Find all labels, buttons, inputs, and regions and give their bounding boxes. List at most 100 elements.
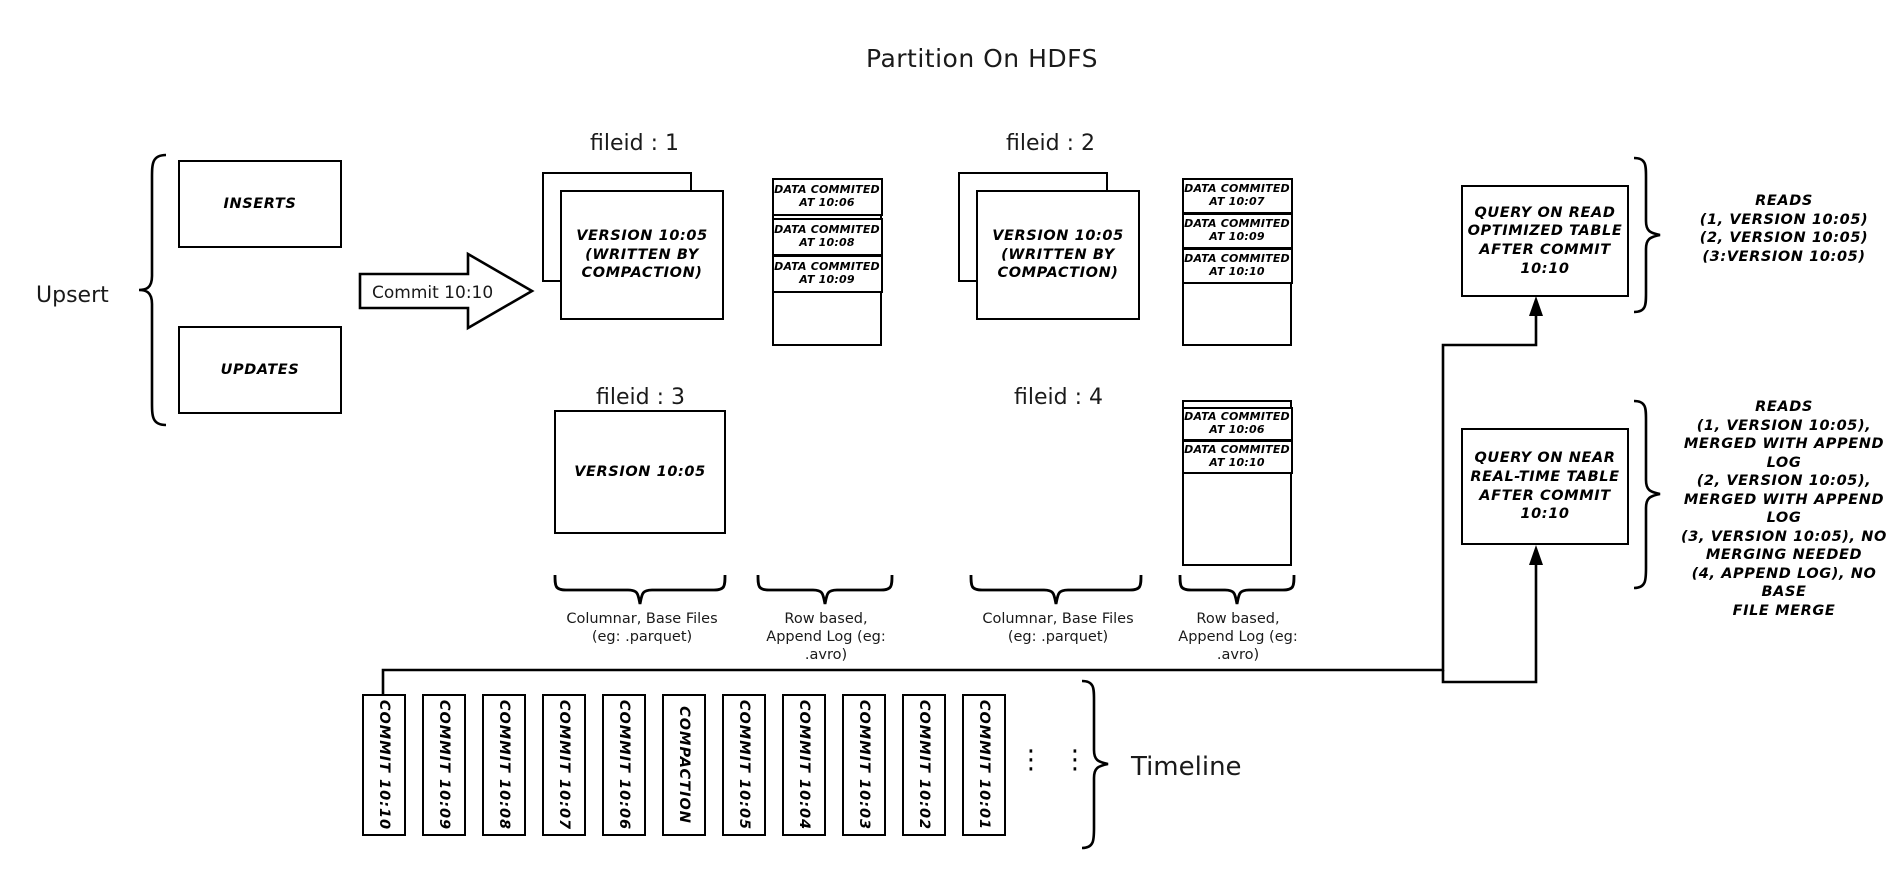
rowlog-caption-line-2: Append Log (eg:	[1178, 629, 1298, 646]
timeline-brace-icon	[1081, 679, 1109, 850]
timeline-card[interactable]: COMMIT 10:04	[782, 694, 826, 836]
timeline-card-label: COMMIT 10:09	[436, 699, 453, 831]
rowlog-caption-1: Row based, Append Log (eg: .avro)	[753, 610, 899, 664]
timeline-card[interactable]: COMMIT 10:09	[422, 694, 466, 836]
page-title: Partition On HDFS	[866, 44, 1098, 73]
fileid-1-base-file[interactable]: VERSION 10:05 (WRITTEN BY COMPACTION)	[560, 190, 724, 320]
timeline-card[interactable]: COMMIT 10:06	[602, 694, 646, 836]
timeline-card[interactable]: COMMIT 10:03	[842, 694, 886, 836]
reads-line: (2, VERSION 10:05)	[1699, 230, 1869, 247]
timeline-card-label: COMMIT 10:06	[616, 699, 633, 831]
updates-box[interactable]: UPDATES	[178, 326, 342, 414]
timeline-card-label: COMMIT 10:10	[376, 699, 393, 831]
upsert-brace-icon	[138, 153, 167, 427]
columnar-brace-1-icon	[553, 574, 727, 605]
rowlog-caption-2: Row based, Append Log (eg: .avro)	[1165, 610, 1311, 664]
columnar-brace-2-icon	[969, 574, 1143, 605]
reads-line: (3:VERSION 10:05)	[1702, 248, 1866, 265]
fileid-3-heading: fileid : 3	[596, 385, 685, 410]
rowlog-caption-line-1: Row based,	[784, 611, 868, 627]
commit-arrow	[358, 251, 535, 331]
query-line: OPTIMIZED TABLE	[1467, 223, 1623, 240]
timeline-card[interactable]: COMMIT 10:08	[482, 694, 526, 836]
upsert-label: Upsert	[36, 283, 109, 308]
rowlog-brace-2-icon	[1178, 574, 1296, 605]
timeline-card[interactable]: COMMIT 10:02	[902, 694, 946, 836]
fileid-3-base-file[interactable]: VERSION 10:05	[554, 410, 726, 534]
fileid-2-heading: fileid : 2	[1006, 131, 1095, 156]
rowlog-caption-line-3: .avro)	[804, 647, 848, 664]
query-near-realtime-box[interactable]: QUERY ON NEAR REAL-TIME TABLE AFTER COMM…	[1461, 428, 1629, 545]
reads-line: (2, VERSION 10:05),	[1696, 473, 1872, 490]
timeline-card-label: COMMIT 10:07	[556, 699, 573, 831]
columnar-caption-line-1: Columnar, Base Files	[566, 611, 718, 627]
timeline-card-label: COMMIT 10:05	[736, 699, 753, 831]
columnar-caption-1: Columnar, Base Files (eg: .parquet)	[552, 610, 732, 646]
reads-line: MERGED WITH APPEND LOG	[1683, 491, 1885, 527]
reads-line: (1, VERSION 10:05)	[1699, 211, 1869, 228]
rowlog-caption-line-2: Append Log (eg:	[766, 629, 886, 646]
inserts-label: INSERTS	[223, 195, 297, 212]
timeline-card[interactable]: COMPACTION	[662, 694, 706, 836]
columnar-caption-line-1: Columnar, Base Files	[982, 611, 1134, 627]
timeline-card[interactable]: COMMIT 10:07	[542, 694, 586, 836]
rowlog-caption-line-3: .avro)	[1216, 647, 1260, 664]
query-line: REAL-TIME TABLE	[1470, 468, 1620, 485]
fileid-2-base-line-1: VERSION 10:05	[992, 228, 1124, 245]
timeline-card-label: COMMIT 10:03	[856, 699, 873, 831]
reads-text-1: READS (1, VERSION 10:05) (2, VERSION 10:…	[1672, 192, 1896, 266]
timeline-card[interactable]: COMMIT 10:01	[962, 694, 1006, 836]
reads-line: MERGING NEEDED	[1705, 547, 1863, 564]
timeline-card[interactable]: COMMIT 10:05	[722, 694, 766, 836]
query-line: QUERY ON NEAR	[1474, 450, 1616, 467]
reads-brace-2-icon	[1633, 399, 1661, 590]
query-line: AFTER COMMIT	[1479, 242, 1611, 258]
fileid-2-base-file[interactable]: VERSION 10:05 (WRITTEN BY COMPACTION)	[976, 190, 1140, 320]
reads-line: (3, VERSION 10:05), NO	[1681, 528, 1887, 545]
updates-label: UPDATES	[220, 361, 300, 378]
reads-line: FILE MERGE	[1732, 603, 1836, 620]
query-read-optimized-box[interactable]: QUERY ON READ OPTIMIZED TABLE AFTER COMM…	[1461, 185, 1629, 297]
fileid-2-base-line-2: (WRITTEN BY	[1001, 246, 1115, 263]
columnar-caption-line-2: (eg: .parquet)	[1007, 629, 1109, 646]
fileid-1-base-line-3: COMPACTION)	[581, 265, 703, 282]
reads-line: (1, VERSION 10:05),	[1696, 417, 1872, 434]
inserts-box[interactable]: INSERTS	[178, 160, 342, 248]
timeline-card-label: COMMIT 10:01	[976, 699, 993, 831]
reads-brace-1-icon	[1633, 156, 1661, 314]
fileid-4-heading: fileid : 4	[1014, 385, 1103, 410]
fileid-1-base-line-1: VERSION 10:05	[576, 228, 708, 245]
fileid-3-base-line-1: VERSION 10:05	[574, 463, 706, 480]
reads-text-2: READS (1, VERSION 10:05), MERGED WITH AP…	[1668, 398, 1900, 621]
timeline-card[interactable]: COMMIT 10:10	[362, 694, 406, 836]
timeline-card-label: COMMIT 10:08	[496, 699, 513, 831]
fileid-1-base-line-2: (WRITTEN BY	[585, 246, 699, 263]
timeline-card-label: COMPACTION	[676, 706, 693, 824]
fileid-2-base-line-3: COMPACTION)	[997, 265, 1119, 282]
query-line: AFTER COMMIT	[1479, 487, 1611, 504]
timeline-card-label: COMMIT 10:02	[916, 699, 933, 831]
query-line: 10:10	[1520, 260, 1570, 277]
reads-line: (4, APPEND LOG), NO BASE	[1691, 565, 1877, 601]
columnar-caption-2: Columnar, Base Files (eg: .parquet)	[968, 610, 1148, 646]
reads-line: MERGED WITH APPEND LOG	[1683, 436, 1885, 471]
